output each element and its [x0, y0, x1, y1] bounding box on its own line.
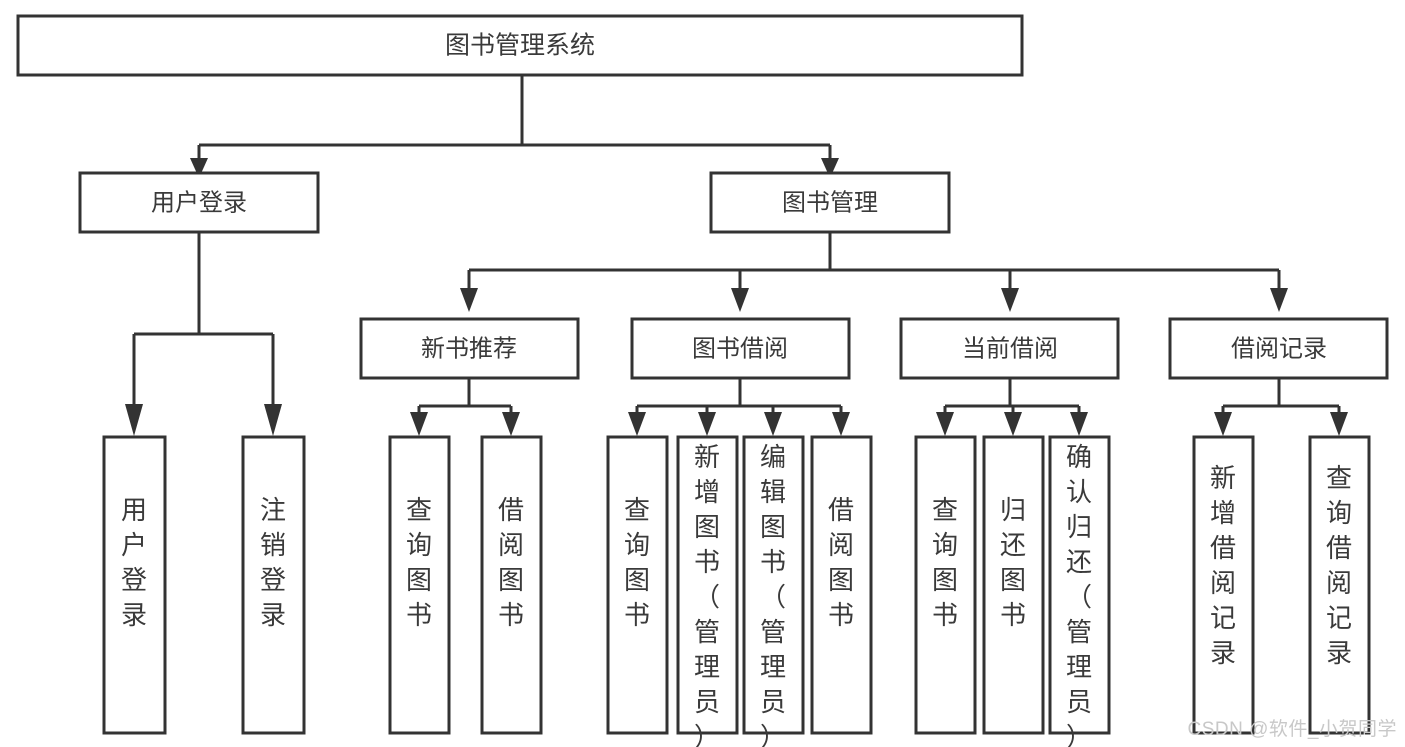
node-leaf-edit-book[interactable]: 编辑图书（管理员）: [742, 435, 805, 747]
node-box[interactable]: [810, 435, 873, 735]
arrow-head-icon: [1330, 412, 1348, 436]
arrow-head-icon: [821, 158, 839, 178]
node-leaf-query-book-1-label: 查询图书: [406, 495, 432, 630]
arrow-head-icon: [731, 288, 749, 312]
node-user-login-label: 用户登录: [151, 189, 247, 216]
node-leaf-confirm-return[interactable]: 确认归还（管理员）: [1048, 435, 1111, 747]
node-new-book-recommend[interactable]: 新书推荐: [359, 317, 580, 380]
connector-line: [467, 232, 1281, 290]
node-leaf-logout-login[interactable]: 注销登录: [241, 435, 306, 735]
arrow-head-icon: [698, 412, 716, 436]
arrow-head-icon: [502, 412, 520, 436]
connector-line: [417, 378, 513, 416]
node-book-manage-label: 图书管理: [782, 189, 878, 216]
node-book-manage[interactable]: 图书管理: [709, 171, 951, 234]
arrow-head-icon: [832, 412, 850, 436]
node-leaf-query-book-2-label: 查询图书: [624, 495, 650, 630]
connector-bookborrow-to-leaves: [628, 378, 850, 436]
node-leaf-query-book-1[interactable]: 查询图书: [388, 435, 451, 735]
arrow-head-icon: [460, 288, 478, 312]
node-new-book-recommend-label: 新书推荐: [421, 335, 517, 362]
node-leaf-borrow-book-2-label: 借阅图书: [828, 495, 854, 630]
connector-line: [1221, 378, 1341, 416]
node-box[interactable]: [709, 171, 951, 234]
connector-borrowrecord-to-leaves: [1214, 378, 1348, 436]
connector-line: [132, 232, 275, 405]
connector-line: [943, 378, 1081, 416]
arrow-head-icon: [936, 412, 954, 436]
node-box[interactable]: [16, 14, 1024, 77]
arrow-head-icon: [1214, 412, 1232, 436]
node-current-borrow[interactable]: 当前借阅: [899, 317, 1120, 380]
node-leaf-edit-book-label: 编辑图书（管理员）: [760, 442, 786, 747]
node-box[interactable]: [899, 317, 1120, 380]
node-box[interactable]: [102, 435, 167, 735]
node-leaf-query-record[interactable]: 查询借阅记录: [1308, 435, 1371, 735]
connector-line: [197, 75, 832, 160]
node-leaf-add-book[interactable]: 新增图书（管理员）: [676, 435, 739, 747]
arrow-head-icon: [410, 412, 428, 436]
connector-line: [635, 378, 843, 416]
node-leaf-user-login[interactable]: 用户登录: [102, 435, 167, 735]
node-root[interactable]: 图书管理系统: [16, 14, 1024, 77]
node-leaf-return-book[interactable]: 归还图书: [982, 435, 1045, 735]
node-borrow-record[interactable]: 借阅记录: [1168, 317, 1389, 380]
node-current-borrow-label: 当前借阅: [962, 335, 1058, 362]
node-box[interactable]: [1192, 435, 1255, 735]
node-book-borrow[interactable]: 图书借阅: [630, 317, 851, 380]
node-leaf-user-login-label: 用户登录: [121, 495, 147, 630]
node-root-label: 图书管理系统: [445, 32, 595, 60]
node-box[interactable]: [241, 435, 306, 735]
watermark-text: CSDN @软件_小贺同学: [1187, 719, 1397, 740]
node-leaf-add-book-label: 新增图书（管理员）: [694, 442, 720, 747]
node-leaf-query-book-2[interactable]: 查询图书: [606, 435, 669, 735]
connector-bookmanage-to-level3: [460, 232, 1288, 312]
arrow-head-icon: [190, 158, 208, 178]
arrow-head-icon: [1270, 288, 1288, 312]
node-box[interactable]: [982, 435, 1045, 735]
arrow-head-icon: [1004, 412, 1022, 436]
node-box[interactable]: [1308, 435, 1371, 735]
node-box[interactable]: [630, 317, 851, 380]
node-book-borrow-label: 图书借阅: [692, 335, 788, 362]
node-box[interactable]: [606, 435, 669, 735]
node-leaf-add-record[interactable]: 新增借阅记录: [1192, 435, 1255, 735]
arrow-head-icon: [264, 404, 282, 436]
node-box[interactable]: [914, 435, 977, 735]
node-leaf-query-book-3-label: 查询图书: [932, 495, 958, 630]
node-box[interactable]: [676, 435, 739, 735]
node-leaf-return-book-label: 归还图书: [1000, 495, 1026, 630]
node-box[interactable]: [1048, 435, 1111, 735]
node-leaf-logout-login-label: 注销登录: [260, 495, 286, 630]
node-box[interactable]: [480, 435, 543, 735]
arrow-head-icon: [125, 404, 143, 436]
node-leaf-add-record-label: 新增借阅记录: [1210, 463, 1236, 668]
arrow-head-icon: [628, 412, 646, 436]
node-box[interactable]: [388, 435, 451, 735]
node-leaf-borrow-book-1-label: 借阅图书: [498, 495, 524, 630]
connector-userlogin-to-leaves: [125, 232, 282, 436]
node-box[interactable]: [1168, 317, 1389, 380]
node-leaf-borrow-book-2[interactable]: 借阅图书: [810, 435, 873, 735]
node-leaf-borrow-book-1[interactable]: 借阅图书: [480, 435, 543, 735]
connector-root-to-level2: [190, 75, 839, 178]
node-box[interactable]: [742, 435, 805, 735]
node-box[interactable]: [359, 317, 580, 380]
node-leaf-query-book-3[interactable]: 查询图书: [914, 435, 977, 735]
node-leaf-confirm-return-label: 确认归还（管理员）: [1066, 442, 1092, 747]
node-user-login[interactable]: 用户登录: [78, 171, 320, 234]
arrow-head-icon: [1070, 412, 1088, 436]
node-leaf-query-record-label: 查询借阅记录: [1326, 463, 1352, 668]
arrow-head-icon: [764, 412, 782, 436]
node-borrow-record-label: 借阅记录: [1231, 335, 1327, 362]
node-box[interactable]: [78, 171, 320, 234]
connector-currentborrow-to-leaves: [936, 378, 1088, 436]
arrow-head-icon: [1001, 288, 1019, 312]
connector-newbook-to-leaves: [410, 378, 520, 436]
